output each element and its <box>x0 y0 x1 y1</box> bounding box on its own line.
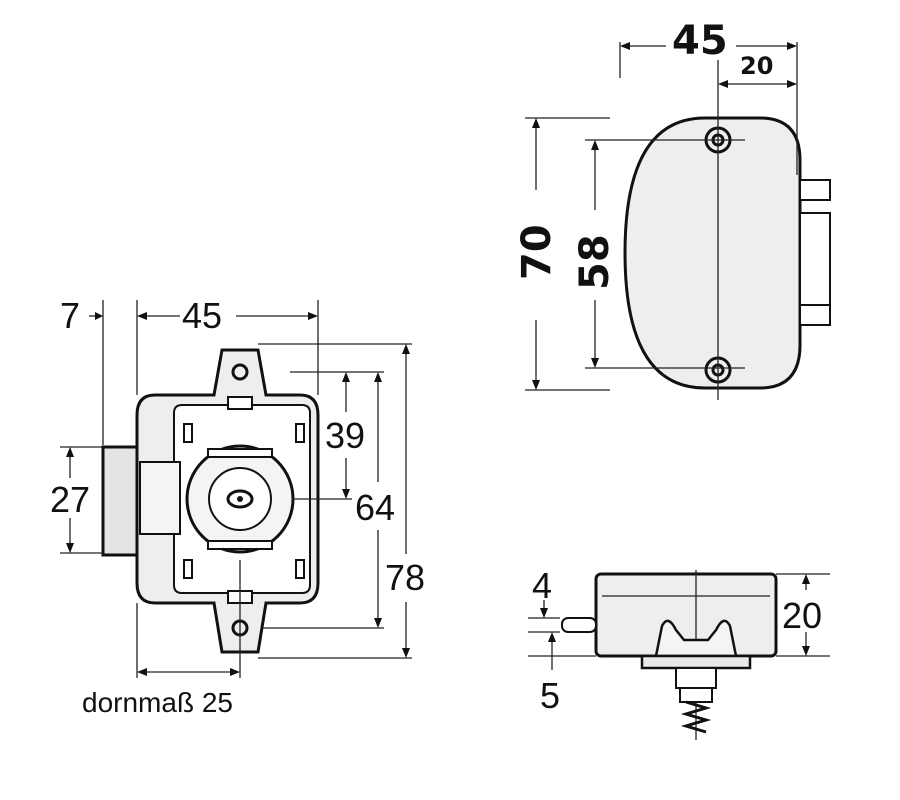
dim-front-bolt-projection: 7 <box>60 295 80 336</box>
bolt-guide <box>139 461 181 535</box>
side-nut <box>675 667 717 689</box>
front-view: 7 45 27 dornmaß 25 39 <box>50 295 425 718</box>
dim-top-hole-spacing: 58 <box>572 234 618 290</box>
dim-front-total-height: 78 <box>385 557 425 598</box>
dim-front-hole-to-center: 39 <box>325 415 365 456</box>
top-view: 45 20 70 58 <box>514 18 831 400</box>
side-spring <box>680 700 712 734</box>
side-bolt <box>561 617 597 633</box>
lock-bolt <box>101 445 139 557</box>
dim-front-hole-spacing: 64 <box>355 487 395 528</box>
clip-left-bottom <box>183 559 193 579</box>
dim-top-offset: 20 <box>740 52 773 80</box>
dim-top-depth: 45 <box>672 18 728 64</box>
dim-side-height: 20 <box>782 595 822 636</box>
side-wing-knob <box>654 619 738 658</box>
top-bolt-upper <box>799 179 831 201</box>
side-base-plate <box>640 654 752 670</box>
cylinder-flat-top <box>207 448 273 458</box>
keyhole <box>226 489 254 509</box>
dim-side-bolt-height: 4 <box>532 565 552 606</box>
dim-side-bolt-offset: 5 <box>540 675 560 716</box>
top-bolt-body <box>799 212 831 306</box>
mounting-hole-top <box>231 363 249 381</box>
side-view: 4 5 20 <box>528 565 830 740</box>
clip-right-top <box>295 423 305 443</box>
tab-top <box>227 396 253 410</box>
dim-top-total-length: 70 <box>514 224 560 280</box>
backset-label: dornmaß 25 <box>82 687 233 718</box>
clip-left-top <box>183 423 193 443</box>
top-bolt-lower <box>799 304 831 326</box>
keyhole-pin <box>237 496 243 502</box>
clip-right-bottom <box>295 559 305 579</box>
dim-front-bolt-height: 27 <box>50 479 90 520</box>
top-housing <box>623 116 802 390</box>
dim-front-width: 45 <box>182 295 222 336</box>
side-stem <box>679 687 713 703</box>
cylinder-flat-bottom <box>207 540 273 550</box>
